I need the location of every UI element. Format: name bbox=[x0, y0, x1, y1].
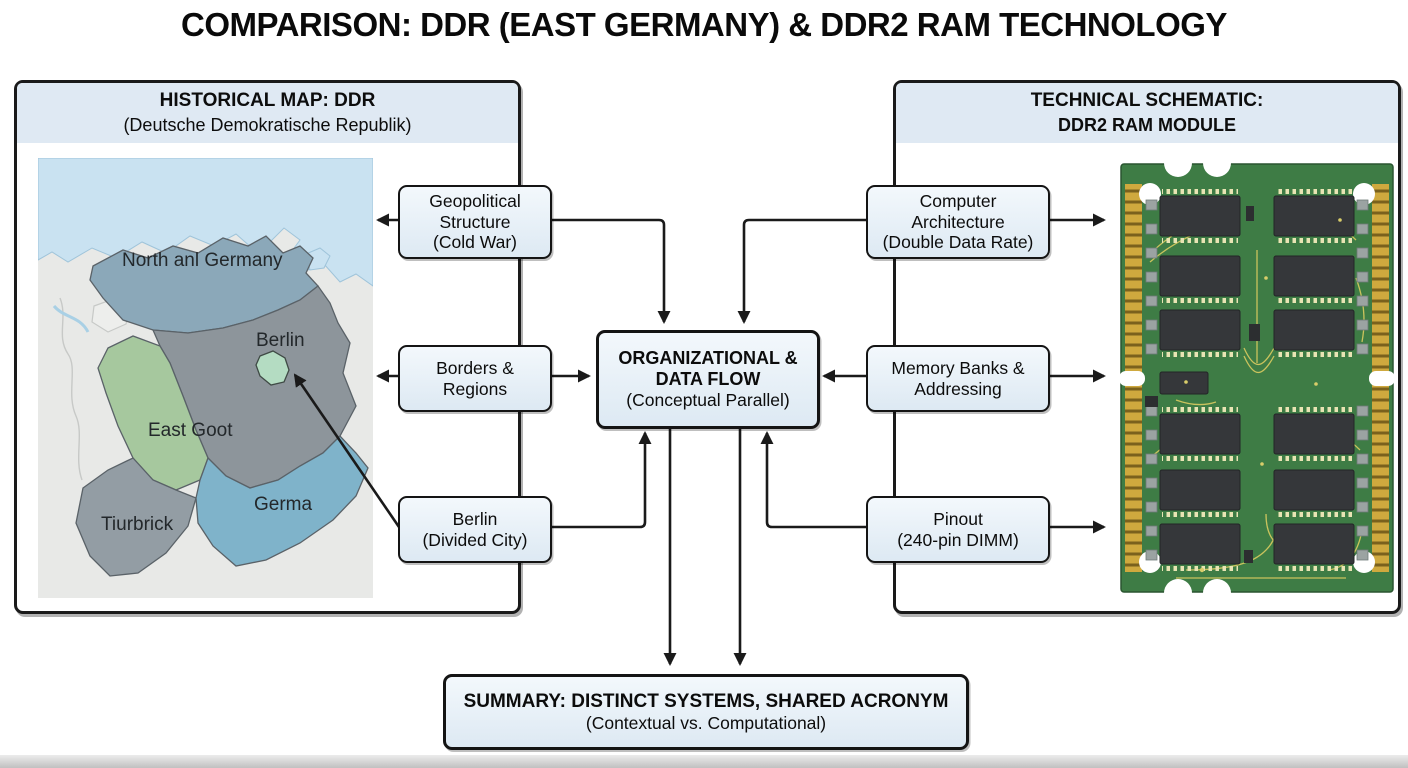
flow-box-line: Geopolitical bbox=[429, 191, 521, 212]
flow-box-line: Berlin bbox=[452, 509, 498, 530]
bottom-edge-strip bbox=[0, 755, 1408, 768]
left-panel-header: HISTORICAL MAP: DDR (Deutsche Demokratis… bbox=[17, 83, 518, 143]
ddr-germany-map: North anl Germany Berlin East Goot Germa… bbox=[38, 158, 373, 598]
flow-box-line: (240-pin DIMM) bbox=[897, 529, 1019, 550]
ram-module-graphic bbox=[1119, 149, 1395, 607]
arrow-berlin-to-center bbox=[548, 431, 652, 529]
chip-pin-ticks bbox=[1162, 189, 1352, 571]
flow-box-line: (Double Data Rate) bbox=[882, 232, 1034, 253]
spd-chips bbox=[1145, 206, 1260, 563]
flow-box-computer-architecture: Computer Architecture (Double Data Rate) bbox=[866, 185, 1050, 259]
arrow-pinout-to-center bbox=[760, 431, 866, 529]
left-panel-title: HISTORICAL MAP: DDR bbox=[159, 89, 376, 111]
flow-box-line: (Cold War) bbox=[433, 232, 517, 253]
flow-box-berlin-divided: Berlin (Divided City) bbox=[398, 496, 552, 563]
flow-box-line: Regions bbox=[442, 378, 508, 399]
summary-box: SUMMARY: DISTINCT SYSTEMS, SHARED ACRONY… bbox=[443, 674, 969, 750]
flow-box-line: Structure bbox=[439, 211, 511, 232]
solder-dots bbox=[1184, 218, 1342, 573]
left-panel-subtitle: (Deutsche Demokratische Republik) bbox=[123, 114, 412, 135]
passive-components bbox=[1145, 199, 1369, 561]
west-border-line bbox=[59, 297, 83, 481]
map-label-germa: Germa bbox=[254, 494, 313, 515]
region-north bbox=[89, 235, 319, 334]
flow-box-line: (Divided City) bbox=[422, 529, 528, 550]
map-label-east-goot: East Goot bbox=[148, 420, 233, 441]
right-panel-header: TECHNICAL SCHEMATIC: DDR2 RAM MODULE bbox=[896, 83, 1398, 143]
flow-box-pinout: Pinout (240-pin DIMM) bbox=[866, 496, 1050, 563]
region-berlin-enclave bbox=[255, 350, 290, 386]
central-box-organizational-data-flow: ORGANIZATIONAL & DATA FLOW (Conceptual P… bbox=[596, 330, 820, 429]
page-title: COMPARISON: DDR (EAST GERMANY) & DDR2 RA… bbox=[181, 6, 1227, 43]
river bbox=[52, 304, 90, 333]
flow-box-line: Pinout bbox=[933, 509, 983, 530]
flow-box-line: Addressing bbox=[914, 378, 1002, 399]
flow-box-geopolitical-structure: Geopolitical Structure (Cold War) bbox=[398, 185, 552, 259]
map-label-tiurbrick: Tiurbrick bbox=[101, 514, 174, 535]
key-notch-left bbox=[1119, 371, 1145, 386]
mount-hole bbox=[1353, 183, 1375, 205]
right-panel-title: TECHNICAL SCHEMATIC: bbox=[1030, 89, 1264, 111]
central-box-subline: (Conceptual Parallel) bbox=[626, 390, 790, 411]
map-label-north: North anl Germany bbox=[122, 250, 283, 271]
flow-box-line: Architecture bbox=[911, 211, 1005, 232]
mount-hole bbox=[1139, 183, 1161, 205]
flow-box-borders-regions: Borders & Regions bbox=[398, 345, 552, 412]
flow-box-line: Memory Banks & bbox=[891, 358, 1025, 379]
germany-map-graphic bbox=[38, 158, 373, 598]
central-box-line: DATA FLOW bbox=[655, 369, 761, 390]
arrow-architecture-to-center bbox=[737, 218, 866, 324]
region-thuringia bbox=[75, 457, 197, 577]
central-box-line: ORGANIZATIONAL & bbox=[618, 348, 798, 369]
flow-box-memory-banks: Memory Banks & Addressing bbox=[866, 345, 1050, 412]
summary-headline: SUMMARY: DISTINCT SYSTEMS, SHARED ACRONY… bbox=[463, 690, 949, 712]
arrow-geopolitical-to-center bbox=[548, 218, 671, 324]
ddr-regions bbox=[75, 235, 369, 577]
ddr2-ram-module bbox=[1116, 149, 1398, 607]
key-notch-right bbox=[1369, 371, 1395, 386]
flow-box-line: Borders & bbox=[436, 358, 514, 379]
map-label-berlin: Berlin bbox=[256, 330, 305, 351]
flow-box-line: Computer bbox=[919, 191, 997, 212]
memory-chips bbox=[1159, 189, 1355, 571]
summary-subline: (Contextual vs. Computational) bbox=[585, 712, 827, 733]
right-panel-subtitle: DDR2 RAM MODULE bbox=[1058, 114, 1236, 135]
